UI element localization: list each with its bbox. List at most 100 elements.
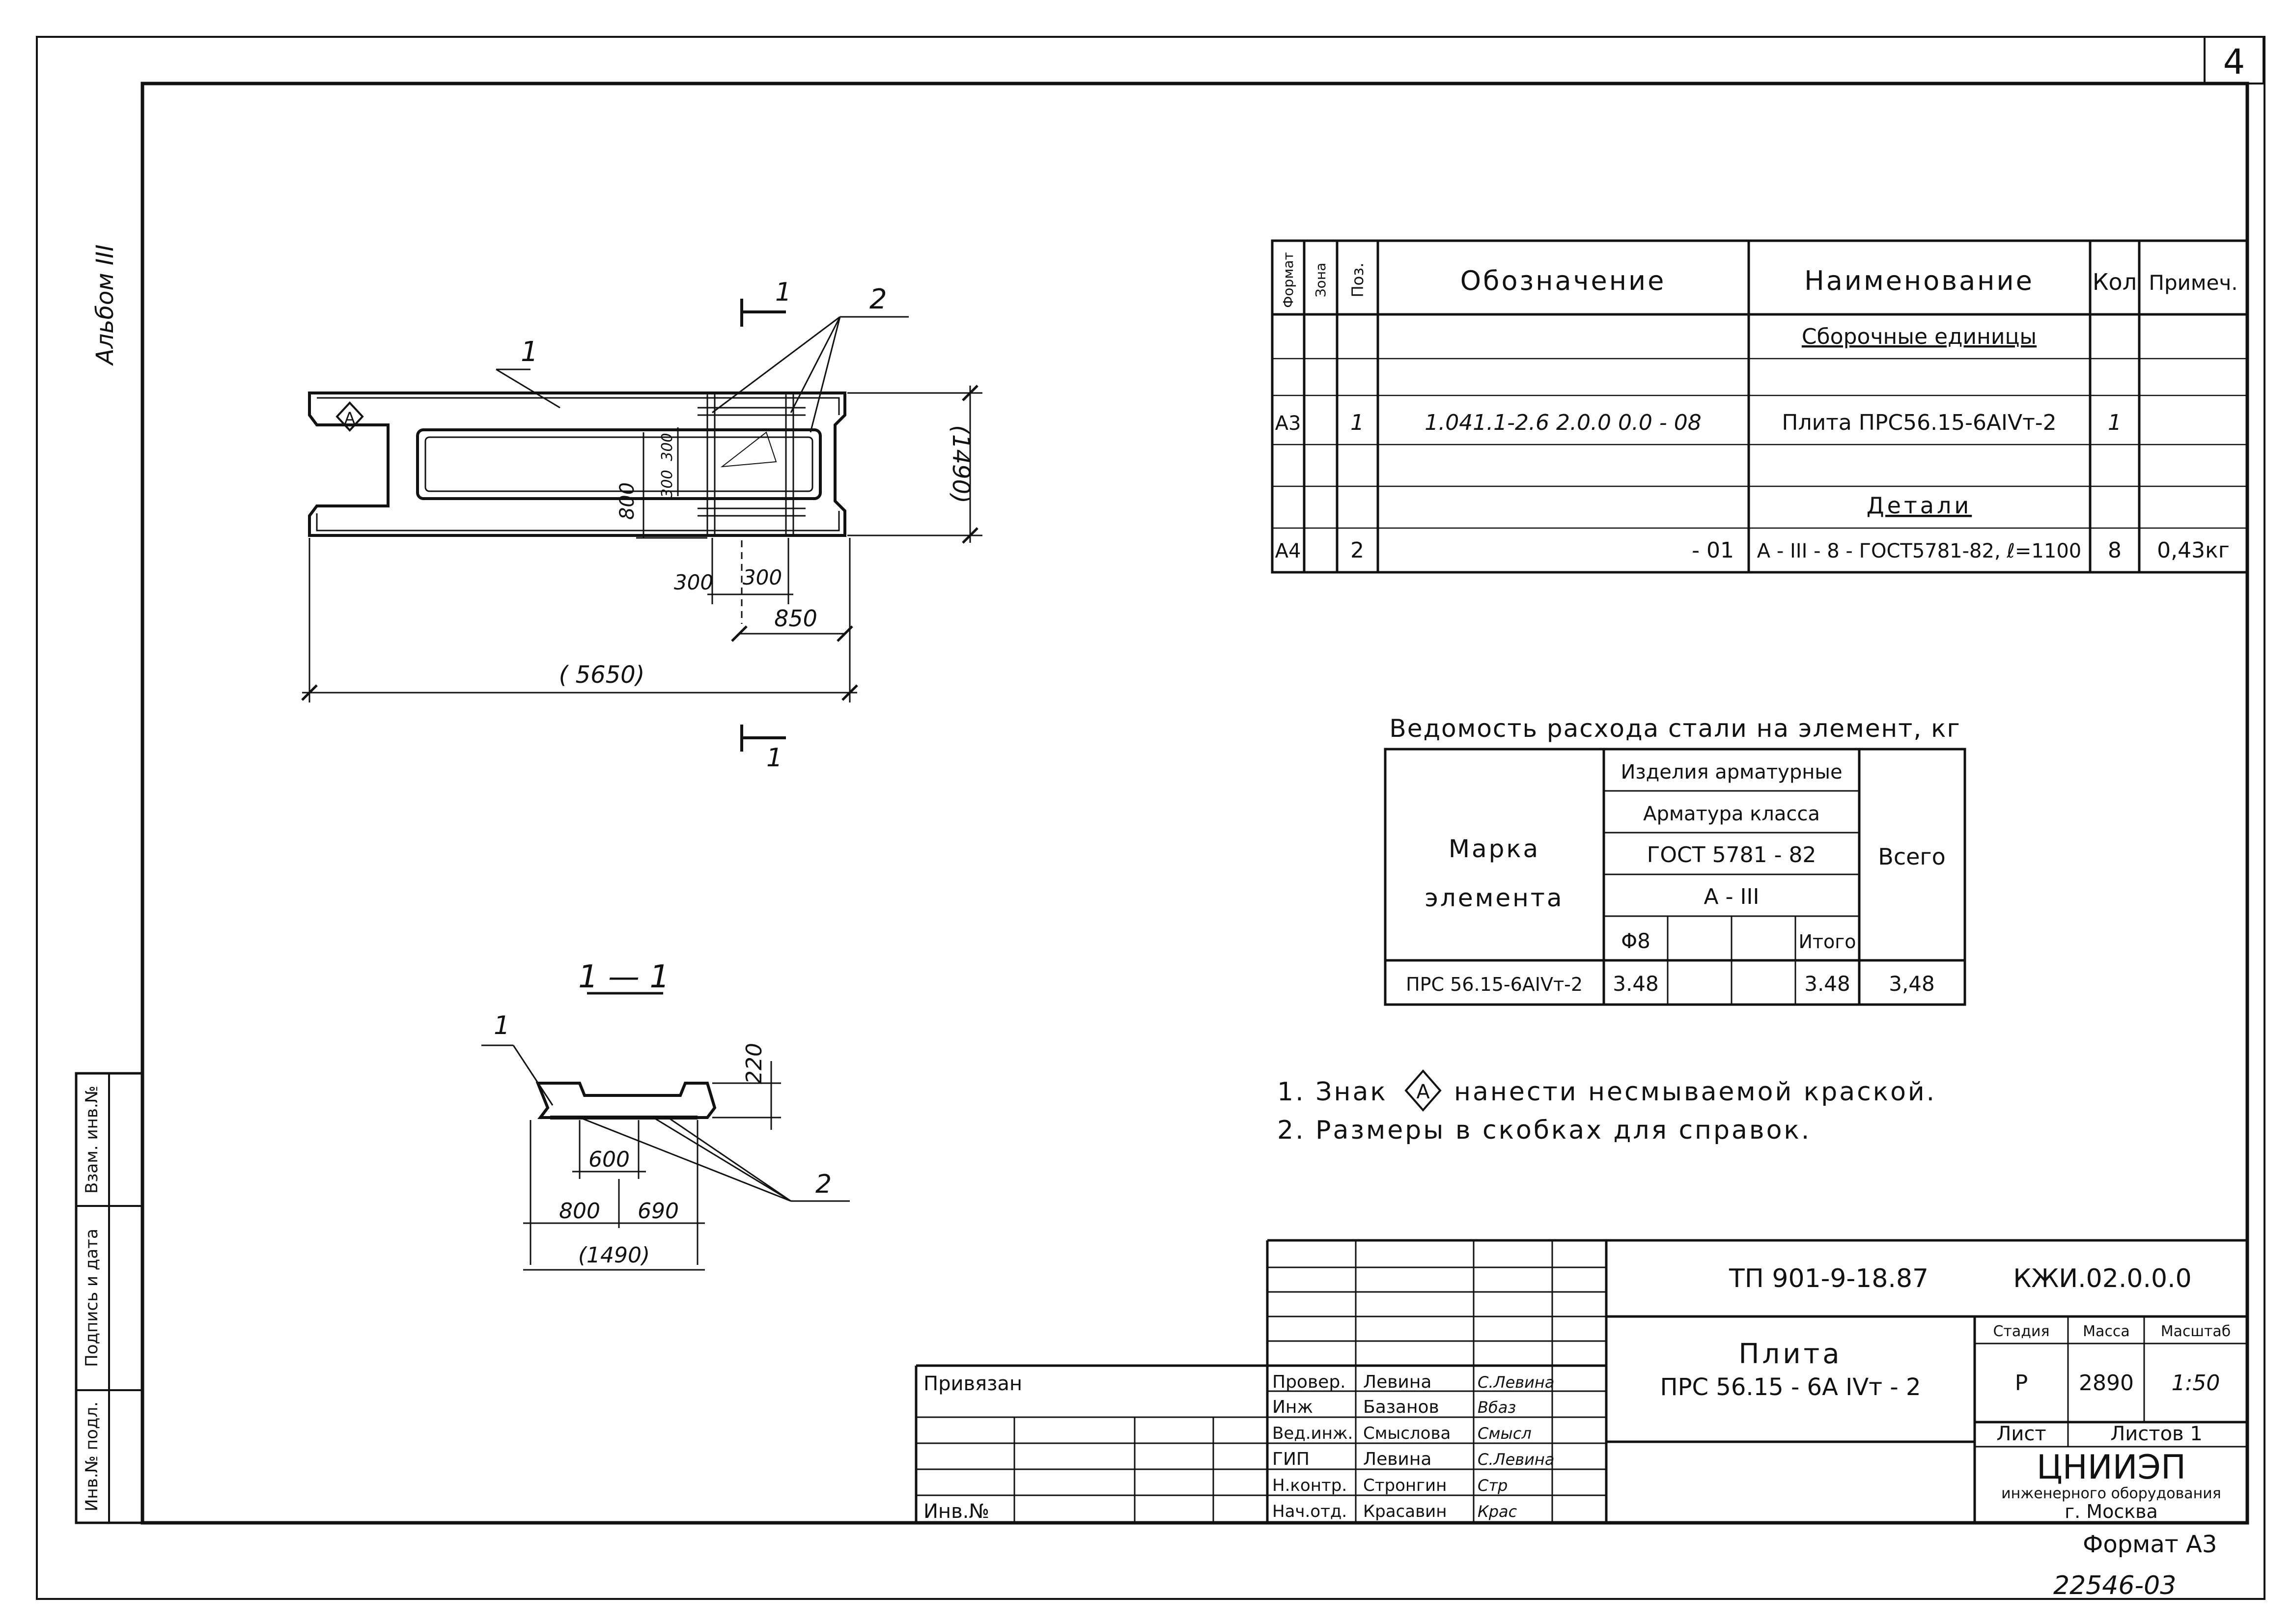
section-callout-2: 2 <box>815 1170 832 1199</box>
steel-row-subtotal: 3.48 <box>1804 972 1850 996</box>
tb-linked: Привязан <box>923 1372 1022 1395</box>
tb-people: Провер. Левина С.Левина Инж Базанов Вбаз… <box>1272 1372 1554 1521</box>
album-label: Альбом III <box>91 245 119 366</box>
section-mark-bottom: 1 <box>740 725 786 773</box>
tb-code: КЖИ.02.0.0.0 <box>2013 1264 2191 1293</box>
tb-stage: Р <box>2015 1371 2028 1396</box>
outer-frame <box>36 36 2265 1600</box>
steel-subtotal-header: Итого <box>1798 931 1856 952</box>
tb-sign-6: Крас <box>1478 1502 1517 1521</box>
side-sign-label: Подпись и дата <box>82 1229 102 1367</box>
tb-sign-1: С.Левина <box>1478 1373 1554 1392</box>
svg-text:1: 1 <box>766 743 783 773</box>
plan-callout-1: 1 <box>521 336 538 368</box>
spec-header-pos: Поз. <box>1348 263 1367 298</box>
marking-symbol: А <box>335 401 364 432</box>
steel-mark-header-1: Марка <box>1449 835 1540 863</box>
spec-section-details: Детали <box>1867 492 1972 519</box>
tb-mass-label: Масса <box>2083 1323 2130 1340</box>
steel-gost: ГОСТ 5781 - 82 <box>1647 842 1817 868</box>
title-block: ТП 901-9-18.87 КЖИ.02.0.0.0 Плита ПРС 56… <box>915 1239 2247 1523</box>
dim-220: 220 <box>742 1043 767 1084</box>
spec-row2-qty: 8 <box>2108 538 2122 563</box>
steel-class: А - III <box>1704 884 1760 909</box>
dim-690: 690 <box>638 1199 679 1224</box>
tb-org-sub: инженерного оборудования <box>2001 1485 2221 1502</box>
steel-table: Ведомость расхода стали на элемент, кг М… <box>1384 714 1966 1006</box>
spec-row2-designation: - 01 <box>1692 538 1734 563</box>
plan-callout-2: 2 <box>869 283 887 315</box>
tb-org-city: г. Москва <box>2065 1501 2158 1522</box>
dim-850: 850 <box>774 605 817 632</box>
section-mark-top: 1 <box>740 278 791 327</box>
page-number-box: 4 <box>2204 36 2264 84</box>
steel-row-d8: 3.48 <box>1613 972 1659 996</box>
rebar-cage <box>698 393 806 535</box>
steel-dia: Φ8 <box>1621 929 1650 953</box>
spec-header-note: Примеч. <box>2149 271 2237 295</box>
spec-section-assembly: Сборочные единицы <box>1802 324 2037 349</box>
steel-title: Ведомость расхода стали на элемент, кг <box>1389 714 1960 743</box>
tb-name-4: Левина <box>1363 1449 1431 1469</box>
tb-role-2: Инж <box>1272 1397 1313 1417</box>
slab-opening <box>416 428 822 500</box>
tb-inv: Инв.№ <box>923 1500 989 1523</box>
tb-org-name: ЦНИИЭП <box>2037 1448 2186 1487</box>
spec-header-zone: Зона <box>1313 263 1329 298</box>
dim-length: ( 5650) <box>559 661 645 689</box>
note-2: 2. Размеры в скобках для справок. <box>1277 1116 1811 1145</box>
spec-header-qty: Кол <box>2093 269 2137 295</box>
tb-sign-2: Вбаз <box>1478 1398 1516 1417</box>
tb-item-name: Плита <box>1738 1338 1842 1370</box>
tb-scale-label: Масштаб <box>2161 1323 2231 1340</box>
tb-sheet-label: Лист <box>1996 1423 2046 1445</box>
notes: 1. Знак А нанести несмываемой краской. 2… <box>1277 1069 1934 1145</box>
dim-width: (1490) <box>947 425 975 504</box>
tb-sign-3: Смысл <box>1478 1424 1532 1443</box>
dim-300-left: 300 <box>674 570 713 594</box>
tb-sign-4: С.Левина <box>1478 1450 1554 1469</box>
inner-frame <box>140 82 2249 1525</box>
dim-300-v2: 300 <box>659 433 676 461</box>
spec-row2-note: 0,43кг <box>2157 538 2230 563</box>
steel-total-header: Всего <box>1878 843 1945 870</box>
spec-header-designation: Обозначение <box>1460 265 1666 296</box>
note-1-pre: 1. Знак <box>1277 1077 1388 1107</box>
steel-mark-header-2: элемента <box>1425 884 1564 912</box>
tb-project: ТП 901-9-18.87 <box>1729 1264 1929 1293</box>
section-view: 1 — 1 1 2 220 600 800 690 (1490) <box>481 959 850 1271</box>
spec-row2-pos: 2 <box>1350 538 1364 563</box>
spec-header-format: Формат <box>1280 252 1296 308</box>
dim-800-plan: 800 <box>616 482 639 520</box>
tb-role-3: Вед.инж. <box>1272 1424 1353 1443</box>
spec-row2-name: А - III - 8 - ГОСТ5781-82, ℓ=1100 <box>1757 540 2081 562</box>
tb-stage-label: Стадия <box>1993 1323 2049 1340</box>
section-callout-1: 1 <box>494 1011 510 1040</box>
steel-row-mark: ПРС 56.15-6АIVт-2 <box>1406 974 1583 995</box>
tb-role-4: ГИП <box>1272 1449 1310 1469</box>
tb-name-1: Левина <box>1363 1372 1431 1392</box>
side-stamp: Инв.№ подл. Подпись и дата Взам. инв.№ <box>75 1072 144 1524</box>
steel-row-total: 3,48 <box>1889 972 1935 996</box>
spec-row1-pos: 1 <box>1350 410 1364 435</box>
tb-name-2: Базанов <box>1363 1397 1439 1417</box>
tb-item-mark: ПРС 56.15 - 6А IVт - 2 <box>1660 1373 1921 1401</box>
tb-sheets-label: Листов 1 <box>2110 1423 2203 1445</box>
dim-300-v1: 300 <box>659 470 676 498</box>
tb-role-5: Н.контр. <box>1272 1476 1347 1495</box>
spec-table: Формат Зона Поз. Обозначение Наименовани… <box>1271 239 2249 574</box>
svg-text:А: А <box>344 409 355 427</box>
archive-number: 22546-03 <box>2053 1571 2176 1600</box>
svg-text:1: 1 <box>775 278 791 307</box>
tb-name-3: Смыслова <box>1363 1424 1451 1443</box>
page-number: 4 <box>2223 42 2245 82</box>
spec-row2-format: А4 <box>1275 540 1301 562</box>
side-inv-label: Инв.№ подл. <box>82 1401 102 1512</box>
dim-800-section: 800 <box>559 1199 600 1224</box>
section-title: 1 — 1 <box>578 959 670 995</box>
plan-view: А 1 2 1 1 ( 5650) <box>301 278 982 773</box>
spec-header-name: Наименование <box>1804 265 2034 296</box>
tb-scale: 1:50 <box>2172 1371 2220 1396</box>
tb-sign-5: Стр <box>1478 1476 1508 1495</box>
